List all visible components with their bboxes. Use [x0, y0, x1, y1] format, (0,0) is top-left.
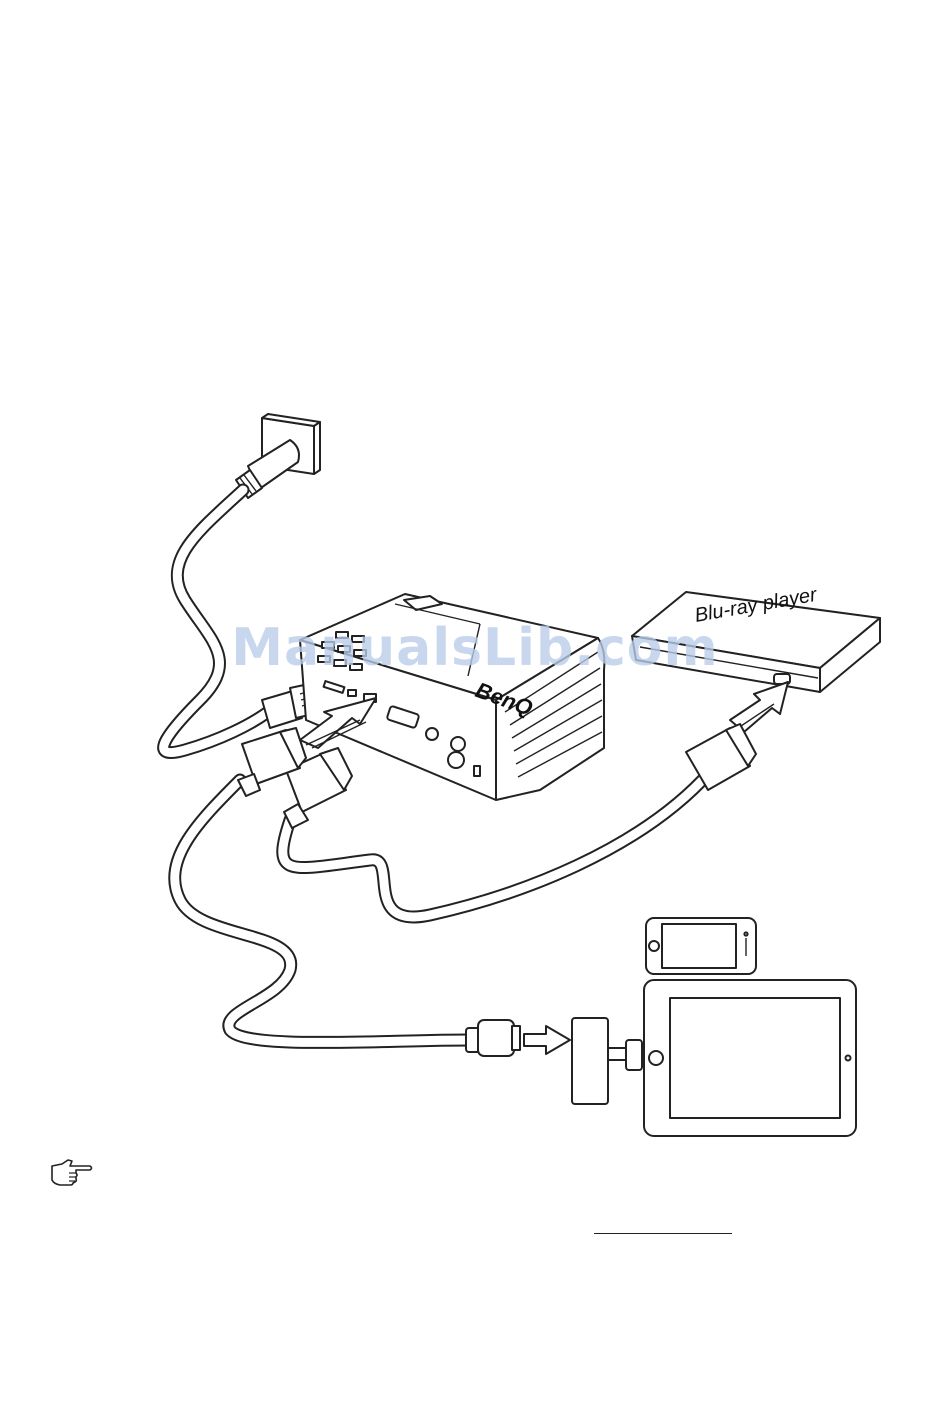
hdmi-connector-adapter-end — [466, 1020, 520, 1056]
input-arrow-adapter — [524, 1026, 570, 1054]
tablet — [644, 980, 856, 1136]
smartphone — [646, 918, 756, 974]
mhl-adapter — [572, 1018, 642, 1104]
pointing-hand-icon — [50, 1158, 94, 1186]
note-link-underline — [594, 1233, 732, 1234]
watermark: ManualsLib.com — [0, 618, 950, 678]
